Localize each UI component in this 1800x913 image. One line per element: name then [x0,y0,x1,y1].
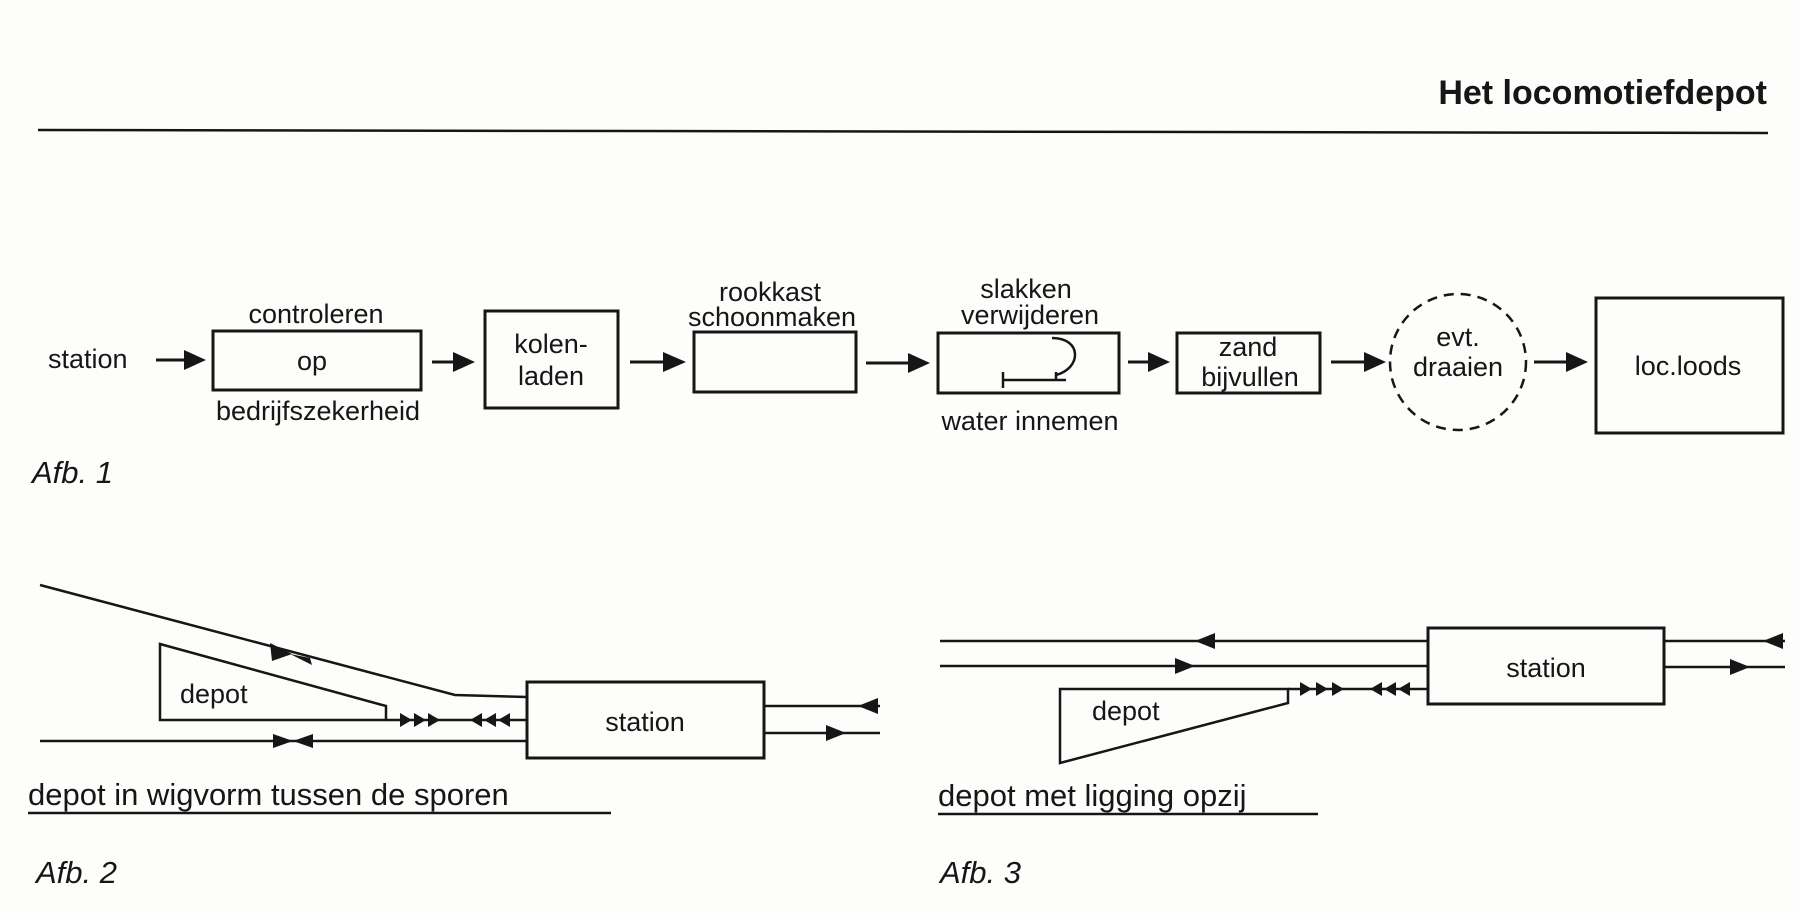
arrow-op-to-kolen [432,352,475,372]
afb3-depot-label: depot [1092,696,1160,726]
slakken-bottom-label: water innemen [940,406,1118,436]
afb3-arrow-upper-left [1195,633,1215,649]
op-box-label: op [297,346,327,376]
op-bottom-label: bedrijfszekerheid [216,396,420,426]
afb2-exit-arrow-upper [858,698,878,714]
afb3-exit-arrow-upper [1763,633,1783,649]
afb2-station-box [525,680,766,760]
afb3-arrow-middle-right [1175,658,1195,674]
kolen-label-line1: kolen- [514,329,588,359]
op-box [211,329,423,392]
zand-box [1175,331,1322,395]
draaien-label-line2: draaien [1413,352,1503,382]
draaien-dashed-circle [1388,292,1528,432]
afb2-upper-track [39,583,528,699]
arrow-zand-to-draaien [1331,352,1386,372]
kolen-box [483,309,620,410]
kolen-label-line2: laden [518,361,584,391]
zand-label-line2: bijvullen [1201,362,1299,392]
op-top-label: controleren [248,299,383,329]
arrow-kolen-to-rookkast [630,352,686,372]
afb2-lead-arrows-left [470,713,510,727]
afb2-station-label: station [605,707,685,737]
zand-label-line1: zand [1219,332,1278,362]
slakken-top-line2: verwijderen [961,300,1099,330]
page-title: Het locomotiefdepot [1438,74,1767,112]
afb3-figure-label: Afb. 3 [938,855,1021,890]
header-rule [37,128,1769,135]
arrow-rookkast-to-slakken [866,353,930,373]
afb1-flow-diagram: station controleren op bedrijfszekerheid… [30,274,1785,490]
afb2-depot-label: depot [180,679,248,709]
arrow-slakken-to-zand [1128,352,1170,372]
afb3-lead-arrows-left [1370,682,1410,696]
rookkast-top-line2: schoonmaken [688,302,856,332]
rookkast-top-line1: rookkast [719,277,822,307]
loods-label: loc.loods [1635,351,1742,381]
afb3-exit-arrow-lower [1730,659,1750,675]
afb3-lead-arrows-right [1300,682,1344,696]
afb2-caption: depot in wigvorm tussen de sporen [28,777,509,812]
slakken-top-line1: slakken [980,274,1072,304]
arrow-station-to-op [156,350,206,370]
afb3-depot-wedge [1058,687,1290,765]
water-crane-icon [1001,336,1077,388]
draaien-label-line1: evt. [1436,322,1480,352]
afb2-exit-arrow-lower [826,725,846,741]
afb1-start-label: station [48,344,128,374]
arrow-draaien-to-loods [1534,352,1588,372]
afb1-figure-label: Afb. 1 [30,455,113,490]
afb2-bidirectional-arrow-lower [273,734,313,748]
afb3-station-label: station [1506,653,1586,683]
afb3-track-diagram: depot station depot met ligging opzij Af… [938,626,1785,890]
rookkast-box [692,330,858,394]
slakken-box [936,331,1121,395]
afb2-track-diagram: depot station depot in wigvorm tussen de… [28,583,880,890]
loods-box [1594,296,1785,435]
afb3-caption: depot met ligging opzij [938,778,1246,813]
afb2-lead-arrows-right [400,713,440,727]
afb2-figure-label: Afb. 2 [34,855,117,890]
afb2-bidirectional-arrow-upper [270,643,312,665]
